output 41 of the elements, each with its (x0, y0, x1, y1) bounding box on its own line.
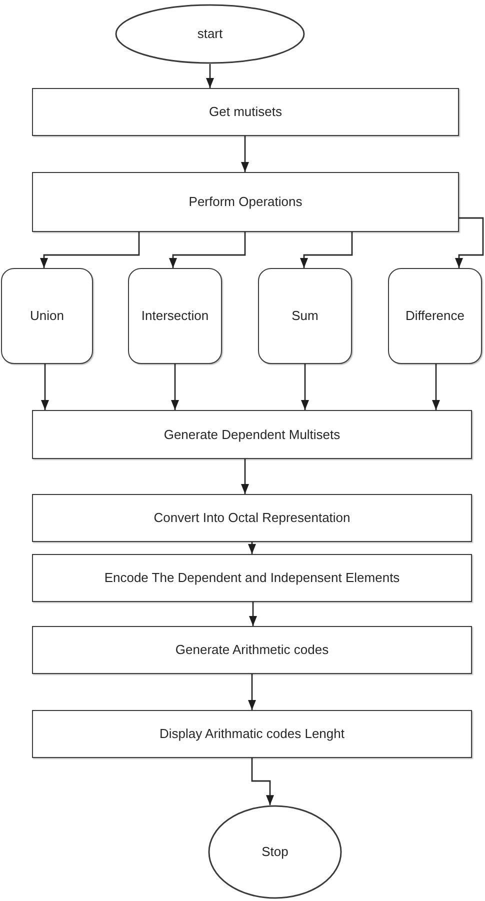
arrow (41, 364, 49, 410)
arrow (300, 232, 353, 268)
node-label: Difference (405, 308, 464, 324)
terminal-ellipse (208, 805, 342, 899)
arrow (249, 602, 257, 626)
arrow (40, 232, 140, 268)
arrow (301, 364, 309, 410)
process-box (32, 172, 459, 232)
operation-box (128, 268, 222, 364)
arrow (241, 459, 249, 494)
arrow (248, 674, 256, 710)
node-label: start (197, 26, 223, 42)
node-label: Stop (262, 844, 288, 860)
node-label: Union (30, 308, 64, 324)
arrow (206, 64, 214, 88)
terminal-ellipse (115, 4, 305, 64)
arrow (251, 758, 274, 806)
node-label: Display Arithmatic codes Lenght (160, 726, 344, 742)
arrow (241, 136, 249, 172)
operation-box (388, 268, 482, 364)
arrow (171, 364, 179, 410)
process-box (32, 554, 472, 602)
node-label: Convert Into Octal Representation (154, 510, 350, 526)
process-box (32, 88, 459, 136)
arrow (432, 364, 440, 410)
node-label: Encode The Dependent and Indepensent Elements (104, 570, 400, 586)
node-label: Perform Operations (188, 194, 302, 210)
process-box (32, 494, 472, 542)
process-box (32, 626, 472, 674)
process-box (32, 410, 472, 459)
arrow (248, 542, 256, 554)
operation-box (1, 268, 93, 364)
node-label: Generate Arithmetic codes (175, 642, 329, 658)
arrow (169, 232, 246, 268)
node-label: Sum (292, 308, 318, 324)
node-label: Get mutisets (209, 104, 282, 120)
operation-box (258, 268, 352, 364)
arrow (455, 217, 484, 268)
node-label: Generate Dependent Multisets (164, 426, 340, 442)
node-label: Intersection (141, 308, 209, 324)
process-box (32, 710, 472, 758)
